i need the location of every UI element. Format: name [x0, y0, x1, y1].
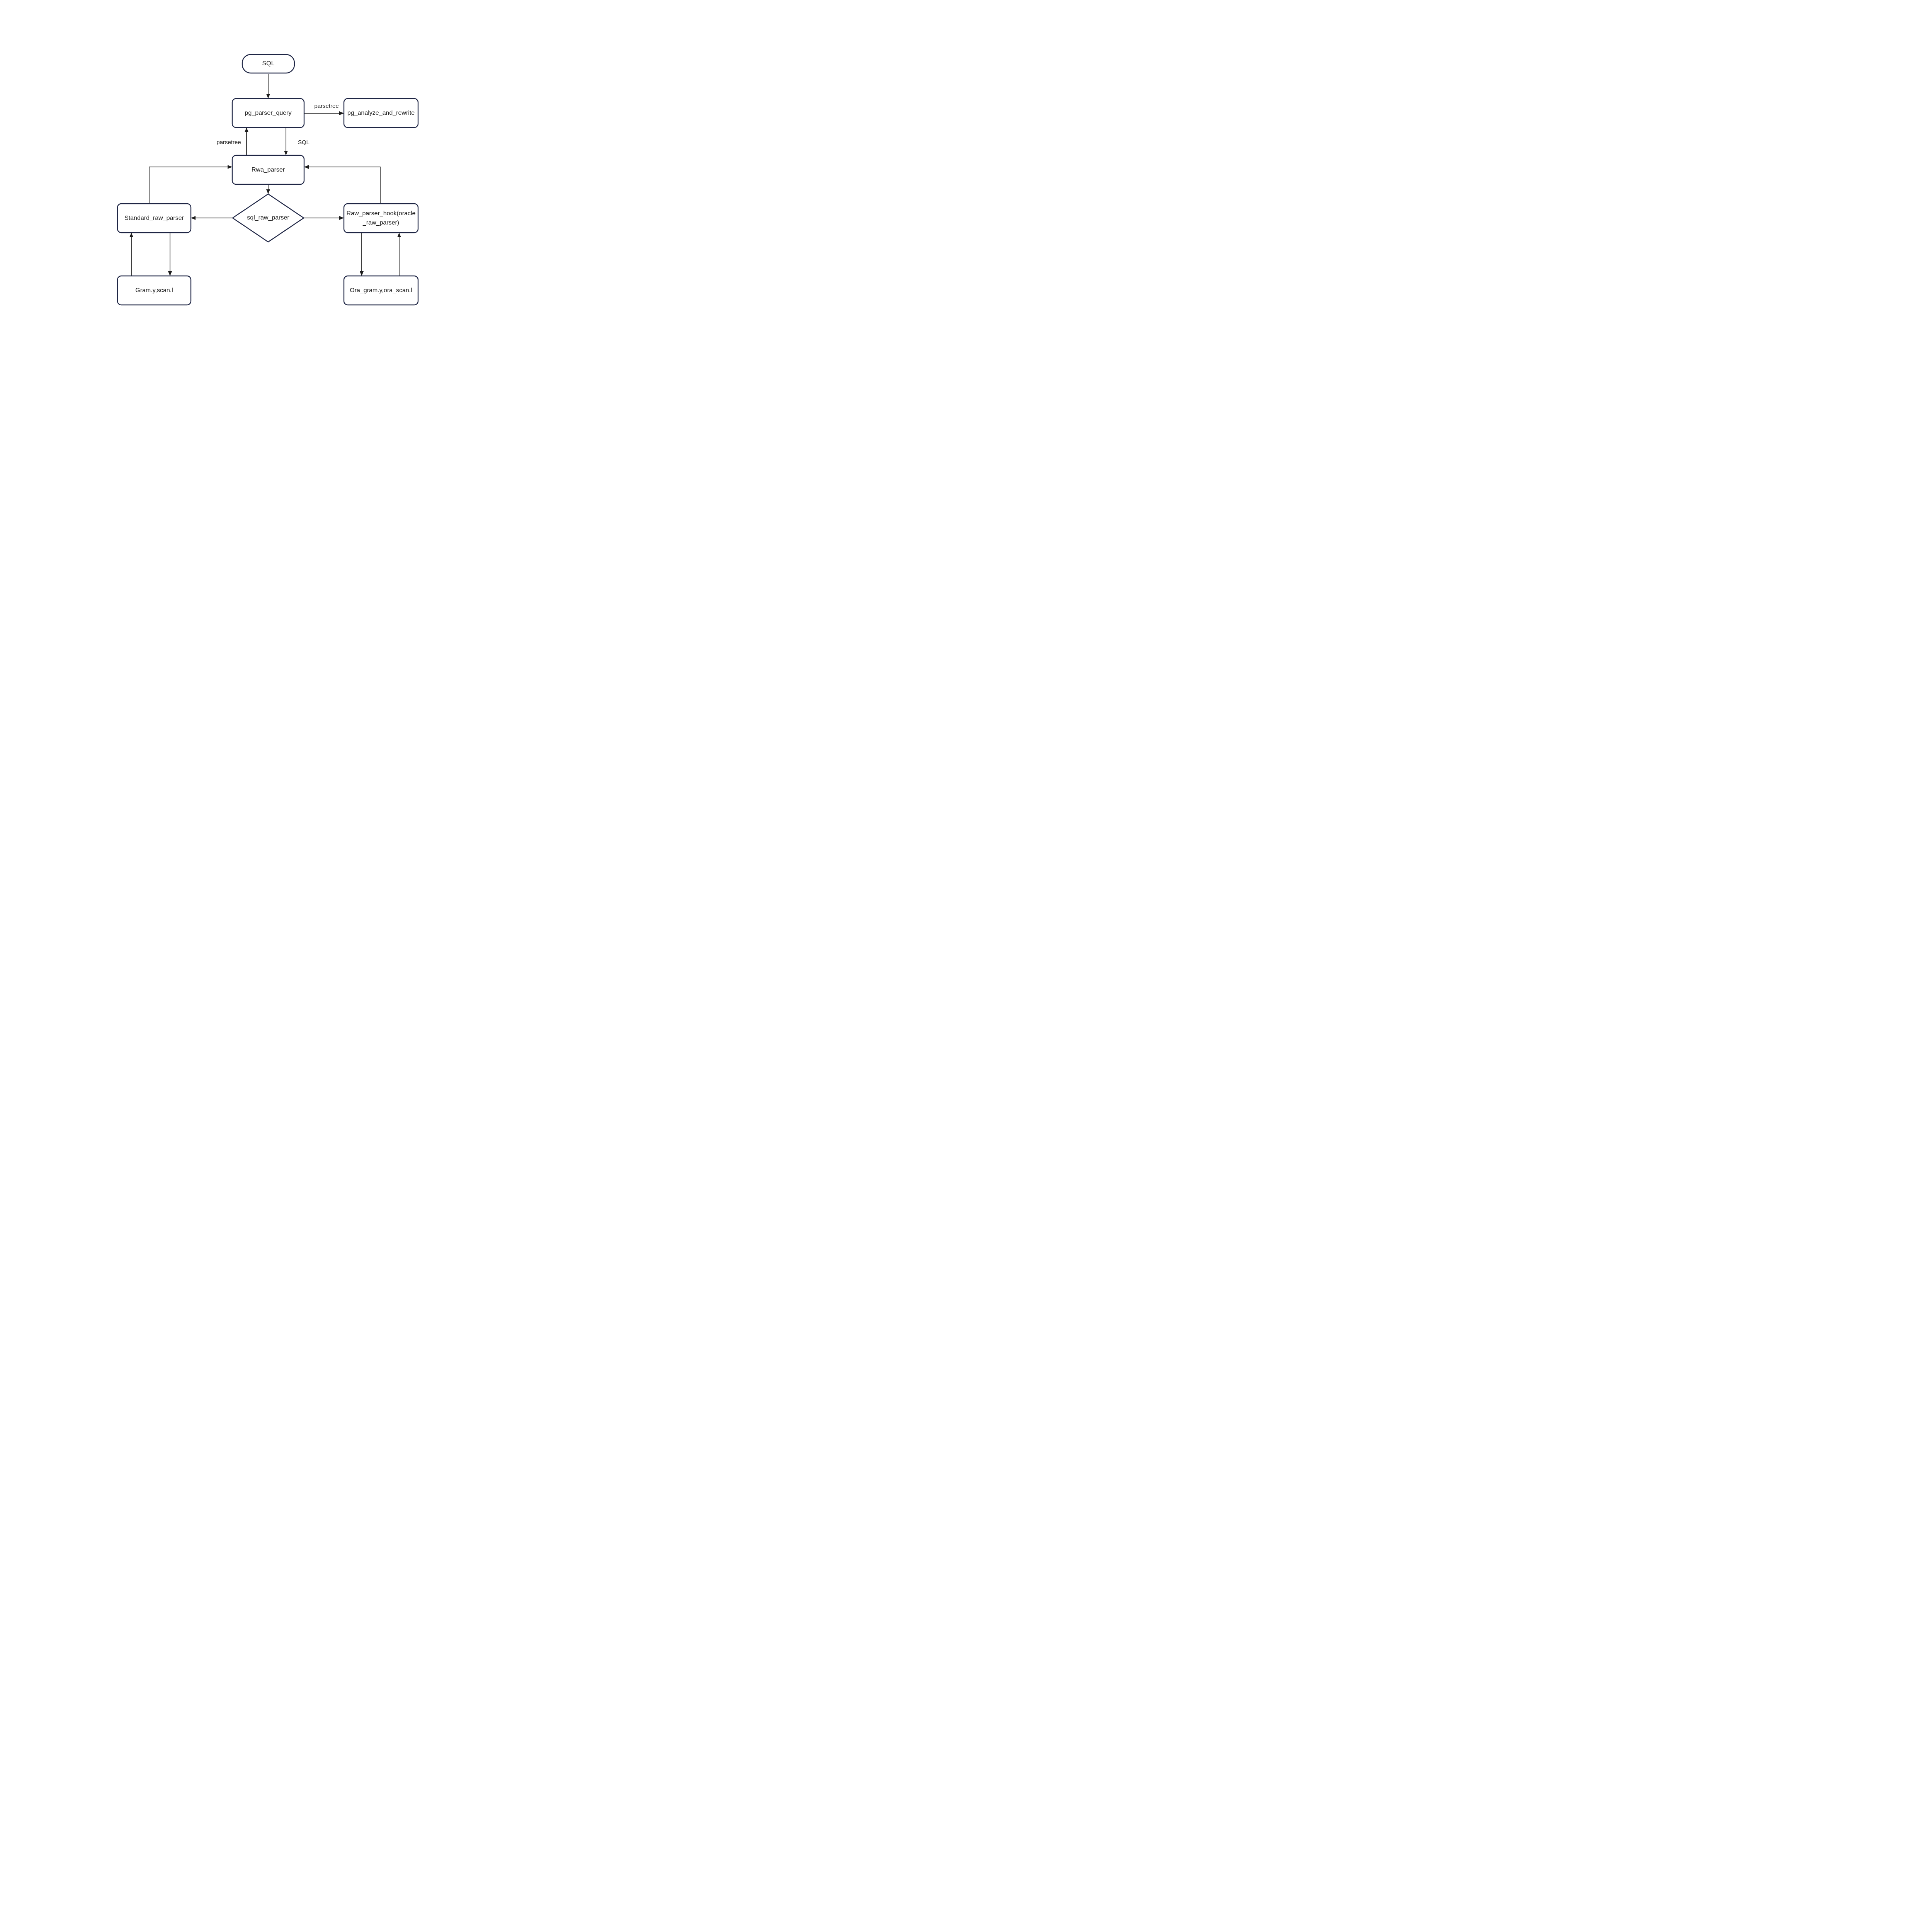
edge-label-parsetree-to-analyze: parsetree	[314, 103, 339, 109]
pg-analyze-and-rewrite-shape	[343, 98, 419, 128]
diagram-layer	[117, 54, 419, 306]
node-label-pg-parser-query: pg_parser_query	[245, 109, 292, 116]
edge-label-sql-down: SQL	[298, 139, 310, 146]
ora-gram-scan-shape	[343, 275, 419, 306]
node-label-sql-raw-parser: sql_raw_parser	[247, 214, 289, 221]
flowchart-canvas: SQL pg_parser_query pg_analyze_and_rewri…	[0, 0, 543, 384]
edge-raw-parser-hook-to-rwa-parser	[304, 165, 381, 204]
node-label-pg-analyze-and-rewrite: pg_analyze_and_rewrite	[347, 109, 415, 116]
pg-parser-query-shape	[231, 98, 305, 128]
sql-raw-parser-decision-shape	[231, 193, 305, 243]
node-label-gram-scan: Gram.y,scan.l	[135, 287, 173, 294]
node-label-rwa-parser: Rwa_parser	[251, 166, 285, 173]
raw-parser-hook-shape	[343, 203, 419, 233]
node-label-raw-parser-hook: Raw_parser_hook(oracle_raw_parser)	[346, 210, 416, 226]
gram-scan-shape	[117, 275, 192, 306]
rwa-parser-shape	[231, 155, 305, 185]
node-label-sql: SQL	[262, 60, 275, 67]
standard-raw-parser-shape	[117, 203, 192, 233]
edge-standard-raw-parser-to-rwa-parser	[149, 165, 232, 204]
node-label-ora-gram-scan: Ora_gram.y,ora_scan.l	[350, 287, 412, 294]
node-label-standard-raw-parser: Standard_raw_parser	[124, 214, 184, 221]
sql-terminator-shape	[242, 54, 295, 74]
edge-label-parsetree-up: parsetree	[216, 139, 241, 146]
